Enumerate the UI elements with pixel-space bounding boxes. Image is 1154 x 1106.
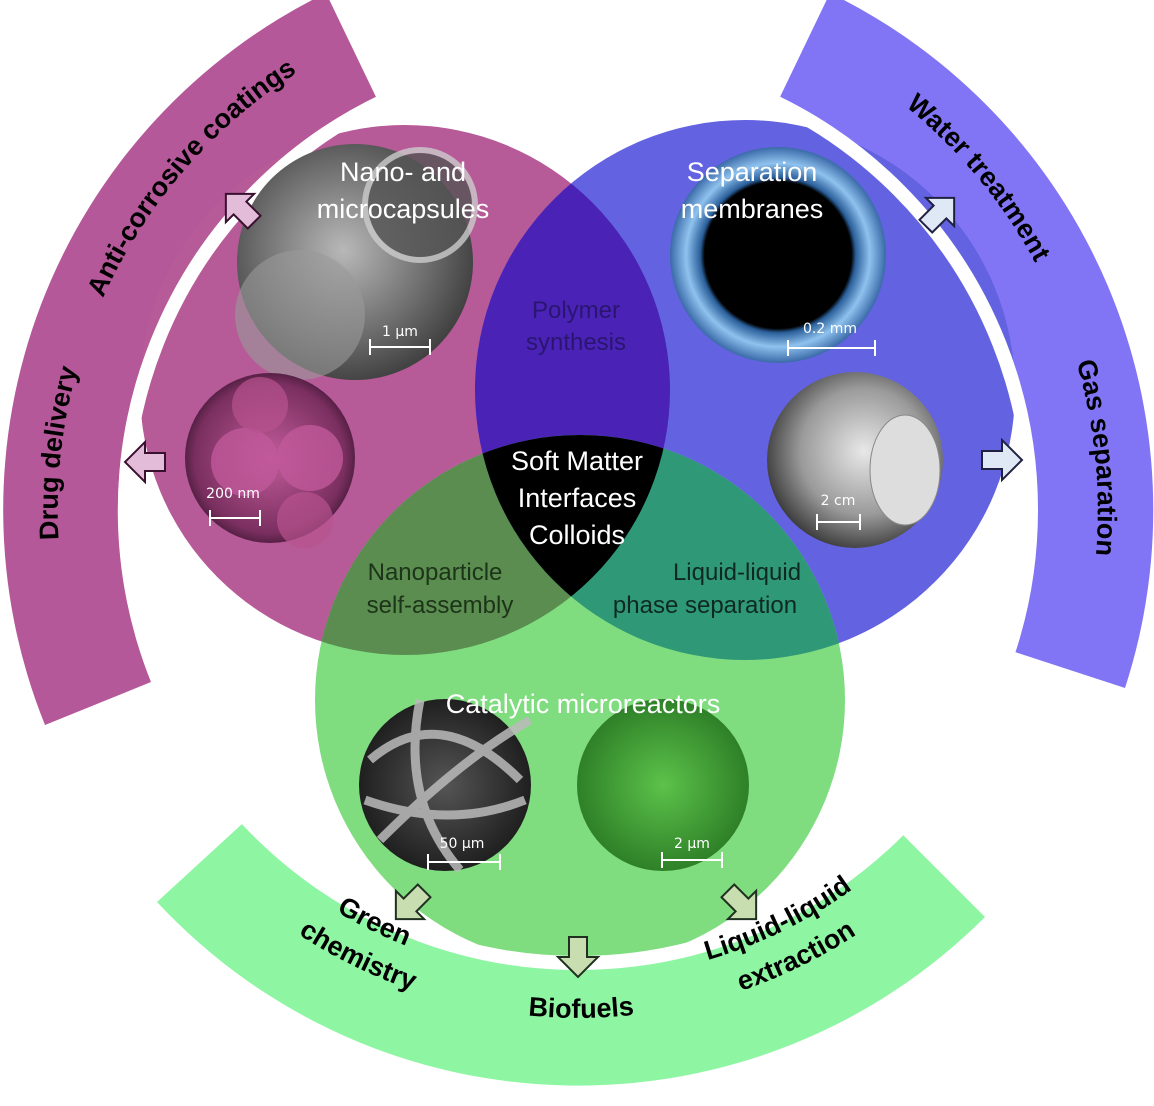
title-separation-membranes-1: Separation [687,157,818,187]
label-nanoparticle-self-assembly-1: Nanoparticle [368,559,503,586]
scale-bar [209,510,261,526]
label-llps-1: Liquid-liquid [673,559,801,586]
center-label-1: Soft Matter [511,446,643,476]
svg-text:Biofuels: Biofuels [527,991,634,1024]
title-separation-membranes-2: membranes [681,194,824,224]
scale-label: 1 µm [382,324,418,340]
title-nano-microcapsules-2: microcapsules [317,194,490,224]
center-label-2: Interfaces [518,483,637,513]
scale-label: 0.2 mm [803,321,857,337]
micrograph-microcapsules: 1 µm [235,144,478,380]
blue-green-overlap [475,435,845,660]
scale-label: 200 nm [206,486,260,502]
label-polymer-synthesis-2: synthesis [526,329,626,356]
pink-green-overlap [315,435,670,655]
scale-bar [661,852,723,868]
scale-label: 50 µm [440,836,485,852]
micrograph-membrane: 0.2 mm [670,147,886,363]
label-polymer-synthesis-1: Polymer [532,297,620,324]
scale-bar [427,854,501,870]
center-label-3: Colloids [529,520,625,550]
micrograph-nanoparticles: 200 nm [185,373,355,548]
micrograph-porous-material: 2 µm [577,699,749,871]
scale-bar [787,340,876,356]
scale-label: 2 µm [674,836,710,852]
label-nanoparticle-self-assembly-2: self-assembly [367,592,514,619]
scale-bar [369,339,431,355]
label-biofuels: Biofuels [527,991,634,1024]
pink-band [3,0,376,725]
micrograph-fibers: 50 µm [359,699,533,873]
title-catalytic-microreactors: Catalytic microreactors [446,689,721,719]
label-llps-2: phase separation [613,592,797,619]
micrograph-hollow-fiber-module: 2 cm [767,372,943,548]
scale-bar [816,514,861,530]
green-band [157,824,985,1086]
title-nano-microcapsules-1: Nano- and [340,157,466,187]
blue-band [780,0,1154,688]
scale-label: 2 cm [821,493,856,509]
